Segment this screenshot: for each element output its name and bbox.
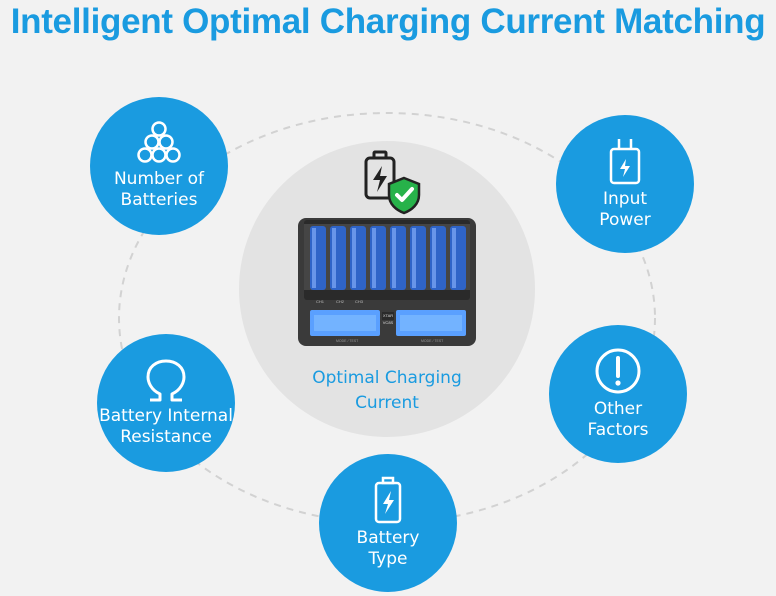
channel-label: CH3 [355, 299, 364, 304]
charger-button-label: MODE / TEST [421, 339, 444, 343]
charger-button-label: MODE / TEST [336, 339, 359, 343]
channel-label: CH2 [336, 299, 345, 304]
power-adapter-icon [609, 139, 641, 185]
charger-model: VC8S [383, 320, 394, 325]
factor-label: Other Factors [587, 399, 649, 440]
battery-cell-highlight [352, 228, 356, 288]
center-label: Optimal Charging Current [312, 368, 462, 413]
factor-battery-internal-resistance: Battery Internal Resistance [97, 334, 235, 472]
charger-brand: XTAR [383, 313, 393, 318]
factor-other-factors: Other Factors [549, 325, 687, 463]
exclamation-circle-icon [595, 348, 641, 394]
battery-shield-check-icon [364, 150, 421, 215]
battery-cell-highlight [312, 228, 316, 288]
battery-bolt-icon [374, 476, 402, 524]
cells-stack-icon [137, 121, 181, 163]
omega-icon [146, 359, 186, 402]
factor-label: Number of Batteries [113, 169, 205, 210]
battery-cell-highlight [412, 228, 416, 288]
factor-number-of-batteries: Number of Batteries [90, 97, 228, 235]
battery-cell-highlight [392, 228, 396, 288]
battery-cell-highlight [372, 228, 376, 288]
factor-label: Battery Type [356, 528, 420, 569]
factor-input-power: Input Power [556, 115, 694, 253]
battery-cell-highlight [332, 228, 336, 288]
factor-battery-type: Battery Type [319, 454, 457, 592]
factor-label: Battery Internal Resistance [99, 406, 233, 447]
charger-image: XTAR VC8S CH1 CH2 CH3 MODE / TEST MODE /… [298, 218, 476, 346]
battery-cell-highlight [452, 228, 456, 288]
channel-label: CH1 [316, 299, 325, 304]
page-title: Intelligent Optimal Charging Current Mat… [10, 2, 766, 41]
factor-label: Input Power [599, 189, 651, 230]
battery-cell-highlight [432, 228, 436, 288]
